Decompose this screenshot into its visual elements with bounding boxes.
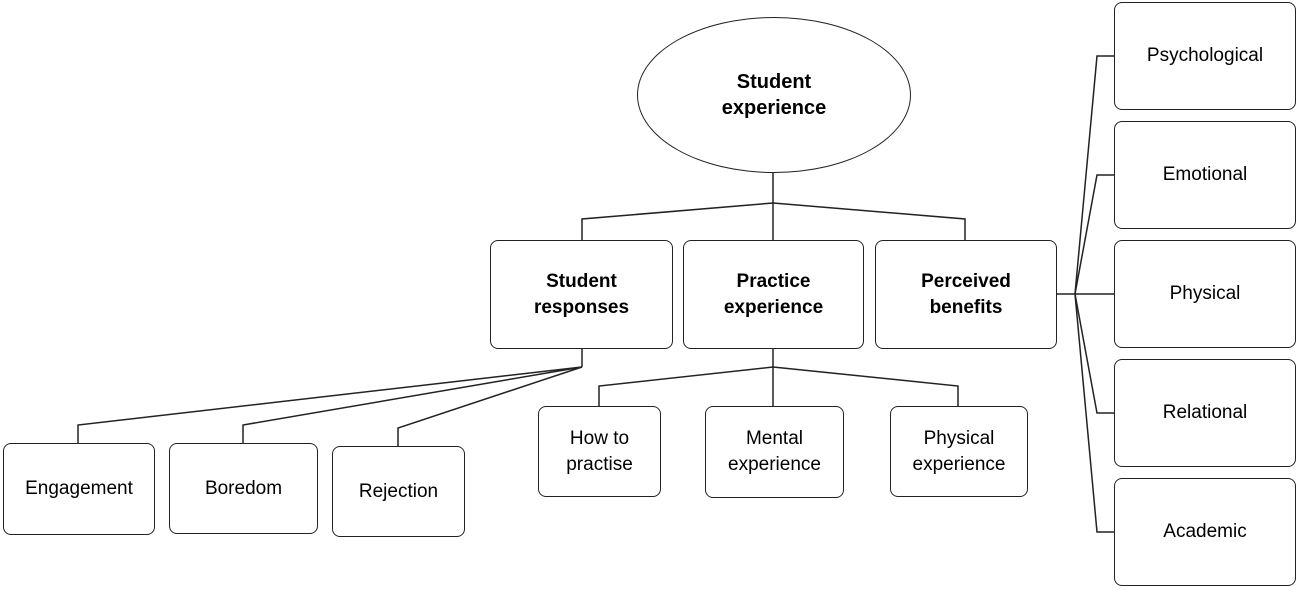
leaf-how-to-practise: How to practise	[538, 406, 661, 497]
category-label-line2: responses	[533, 296, 630, 318]
connector-benefits-academic	[1074, 293, 1114, 533]
connector-benefits-relational	[1074, 293, 1114, 414]
leaf-label: Psychological	[1146, 45, 1264, 66]
root-label-line1: Student	[736, 71, 812, 93]
leaf-label-line1: Mental	[745, 428, 803, 449]
leaf-academic: Academic	[1114, 478, 1296, 586]
leaf-emotional: Emotional	[1114, 121, 1296, 229]
leaf-rejection: Rejection	[332, 446, 465, 537]
connector-responses-engagement	[77, 366, 583, 443]
category-perceived-benefits: Perceived benefits	[875, 240, 1057, 349]
leaf-label: Academic	[1163, 521, 1247, 542]
connector-benefits-emotional	[1074, 174, 1114, 295]
connector-responses-rejection	[397, 366, 583, 446]
leaf-label: Relational	[1162, 402, 1248, 423]
leaf-label-line1: Physical	[923, 427, 995, 449]
category-practice-experience: Practice experience	[683, 240, 864, 349]
category-student-responses: Student responses	[490, 240, 673, 349]
category-label-line1: Student	[546, 270, 617, 292]
connector-benefits-psychological	[1074, 55, 1114, 295]
leaf-label: Emotional	[1162, 164, 1248, 185]
leaf-label: Rejection	[358, 480, 439, 502]
category-label-line2: experience	[723, 296, 824, 318]
leaf-label: Boredom	[204, 477, 283, 499]
leaf-physical: Physical	[1114, 240, 1296, 348]
leaf-label-line2: experience	[912, 453, 1006, 475]
connector-root-responses	[581, 172, 774, 240]
category-label-line2: benefits	[929, 296, 1003, 318]
leaf-label: Engagement	[25, 478, 133, 499]
root-label-line2: experience	[721, 97, 827, 119]
leaf-physical-experience: Physical experience	[890, 406, 1028, 497]
leaf-engagement: Engagement	[3, 443, 155, 535]
category-label-line1: Perceived	[921, 270, 1011, 292]
leaf-psychological: Psychological	[1114, 2, 1296, 110]
leaf-label: Physical	[1169, 283, 1241, 304]
connector-root-benefits	[772, 202, 966, 240]
leaf-label-line1: How to	[569, 427, 630, 449]
leaf-label-line2: experience	[728, 454, 821, 475]
leaf-label-line2: practise	[566, 453, 633, 475]
connector-responses-boredom	[242, 366, 583, 443]
root-node-student-experience: Student experience	[637, 17, 911, 173]
leaf-boredom: Boredom	[169, 443, 318, 534]
connector-practice-howto	[598, 366, 774, 406]
leaf-relational: Relational	[1114, 359, 1296, 467]
leaf-mental-experience: Mental experience	[705, 406, 844, 498]
category-label-line1: Practice	[736, 270, 811, 292]
connector-practice-physical	[772, 366, 959, 406]
